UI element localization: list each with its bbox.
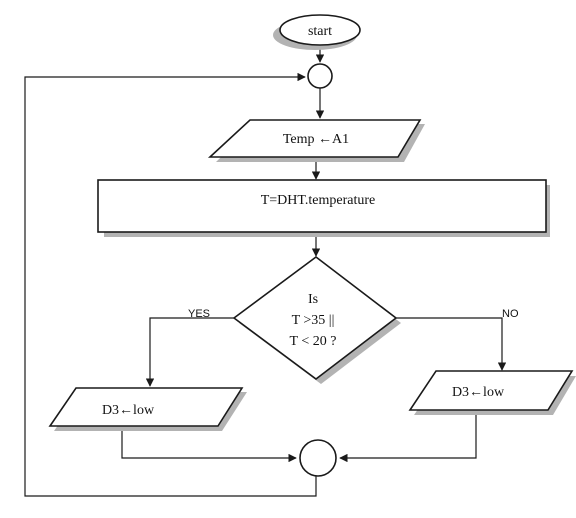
- input-parallelogram: Temp ←A1: [207, 119, 425, 162]
- decision-line-1: Is: [308, 292, 318, 307]
- no-output-label: D3←low: [452, 385, 505, 400]
- yes-output-parallelogram: D3←low: [48, 387, 247, 431]
- process-shape: [97, 179, 547, 233]
- decision-shape: [232, 255, 398, 381]
- no-label: NO: [502, 308, 519, 320]
- yes-output-shape: [48, 387, 244, 427]
- arrow-loop-back: [24, 72, 317, 497]
- arrow-no-branch: [396, 317, 507, 371]
- bottom-junction-circle: [299, 439, 337, 477]
- arrow-yes-branch: [145, 317, 234, 387]
- decision-line-3: T < 20 ?: [290, 334, 337, 349]
- input-label: Temp ←A1: [283, 132, 349, 147]
- input-shape: [207, 119, 422, 158]
- decision-line-2: T >35 ||: [292, 313, 335, 328]
- no-output-shape: [408, 370, 574, 411]
- arrow-yes-to-junction: [121, 426, 297, 463]
- arrow-no-to-junction: [339, 410, 477, 463]
- process-label: T=DHT.temperature: [261, 193, 376, 208]
- yes-label: YES: [188, 308, 210, 320]
- start-terminator: start: [273, 14, 361, 50]
- top-junction-circle: [307, 63, 333, 89]
- no-output-parallelogram: D3←low: [408, 370, 576, 415]
- decision-diamond: Is T >35 || T < 20 ?: [232, 255, 401, 384]
- process-rectangle: T=DHT.temperature: [97, 179, 550, 237]
- connector-lines: [24, 46, 507, 497]
- start-label: start: [308, 24, 332, 39]
- yes-output-label: D3←low: [102, 403, 155, 418]
- start-oval: [279, 14, 361, 46]
